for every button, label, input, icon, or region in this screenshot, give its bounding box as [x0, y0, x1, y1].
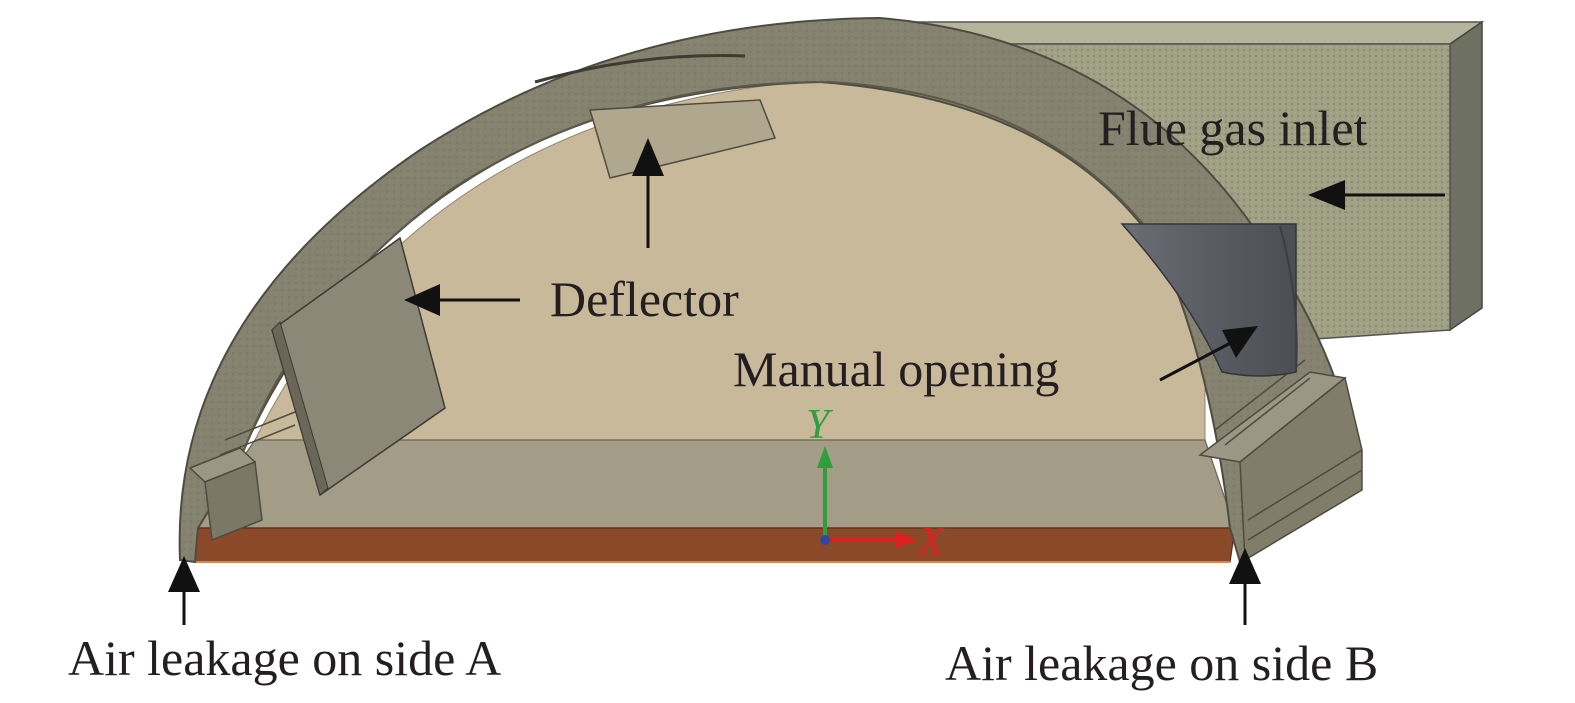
axis-y-label: Y: [806, 402, 834, 448]
base-plate: [194, 527, 1236, 563]
furnace-arch-shell: [178, 16, 1363, 564]
manual-opening-label: Manual opening: [733, 341, 1059, 397]
top-deflector-plate: [589, 99, 777, 179]
annotation-arrows: [168, 138, 1445, 625]
manual-opening-cylinder: [1120, 223, 1298, 377]
air-leakage-a-label: Air leakage on side A: [68, 630, 501, 686]
flue-gas-inlet-label: Flue gas inlet: [1098, 100, 1368, 156]
axis-x-label: X: [916, 519, 946, 565]
manual-opening-arrow: [1159, 336, 1241, 382]
coordinate-axes: Y X: [806, 402, 946, 565]
air-leakage-b-label: Air leakage on side B: [945, 635, 1378, 691]
left-deflector-plate: [271, 236, 446, 497]
deflector-label: Deflector: [550, 271, 739, 327]
